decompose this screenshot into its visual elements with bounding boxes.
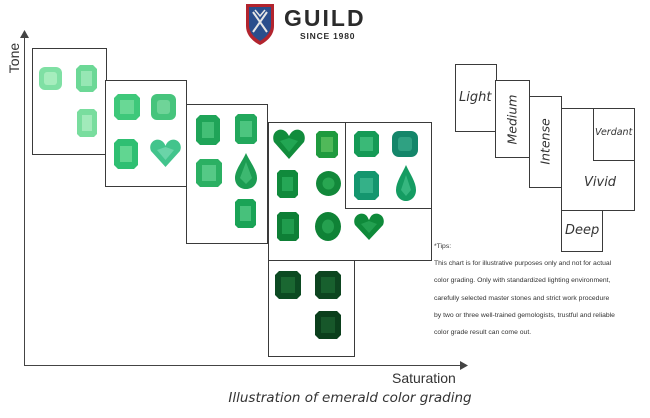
legend-box-intense: [529, 96, 562, 188]
legend-label-deep: Deep: [565, 223, 600, 238]
emerald-pear-verdant: [396, 165, 416, 201]
legend-label-intense: Intense: [537, 118, 553, 165]
tips-note: *Tips: This chart is for illustrative pu…: [434, 238, 648, 341]
tips-line: carefully selected master stones and str…: [434, 294, 610, 302]
logo-tagline: SINCE 1980: [300, 31, 356, 41]
emerald-octagon-intense: [196, 115, 220, 145]
x-axis-arrow-icon: [460, 361, 468, 370]
legend-label-vivid: Vivid: [584, 175, 617, 190]
guild-logo: GUILD SINCE 1980: [244, 2, 374, 46]
emerald-round-vivid-2: [315, 212, 341, 241]
emerald-octagon-medium-2: [114, 139, 138, 169]
emerald-heart-medium: [150, 139, 181, 167]
legend-box-deep: [561, 210, 603, 252]
legend-label-verdant: Verdant: [595, 127, 633, 138]
x-axis-label: Saturation: [392, 370, 456, 386]
emerald-cushion-medium: [151, 94, 176, 120]
emerald-cushion-light: [39, 67, 62, 90]
grade-box-light: [32, 48, 107, 155]
tips-line: by two or three well-trained gemologists…: [434, 311, 615, 319]
emerald-octagon-intense-4: [235, 199, 256, 228]
legend-label-medium: Medium: [504, 94, 520, 145]
tips-line: This chart is for illustrative purposes …: [434, 260, 612, 268]
y-axis-arrow-icon: [20, 30, 29, 38]
legend-box-verdant: [593, 108, 635, 161]
emerald-octagon-verdant: [354, 131, 379, 157]
shield-crest-icon: [246, 4, 274, 45]
emerald-octagon-vivid-3: [277, 212, 299, 241]
emerald-heart-vivid-2: [354, 213, 384, 240]
emerald-octagon-vivid: [316, 131, 338, 158]
tips-line: color grade result can come out.: [434, 329, 532, 337]
tips-heading: *Tips:: [434, 243, 452, 250]
emerald-octagon-deep-2: [315, 271, 341, 299]
chart-caption: Illustration of emerald color grading: [228, 390, 472, 406]
y-axis-label: Tone: [6, 42, 22, 74]
emerald-octagon-medium: [114, 94, 140, 120]
emerald-octagon-light: [76, 65, 97, 92]
emerald-octagon-verdant-2: [354, 171, 379, 200]
emerald-octagon-intense-2: [235, 114, 257, 144]
emerald-octagon-intense-3: [196, 159, 222, 187]
x-axis-line: [24, 365, 461, 366]
emerald-round-vivid: [316, 171, 341, 196]
emerald-octagon-vivid-2: [277, 170, 298, 198]
emerald-cushion-verdant: [392, 131, 418, 157]
emerald-octagon-deep-3: [315, 311, 341, 339]
emerald-heart-vivid: [273, 129, 305, 159]
emerald-octagon-deep: [275, 271, 301, 299]
emerald-pear-intense: [235, 153, 257, 189]
emerald-octagon-light-2: [77, 109, 97, 137]
logo-brand: GUILD: [284, 5, 366, 31]
legend-label-light: Light: [459, 90, 492, 105]
y-axis-line: [24, 36, 25, 366]
tips-line: color grading. Only with standardized li…: [434, 277, 611, 285]
